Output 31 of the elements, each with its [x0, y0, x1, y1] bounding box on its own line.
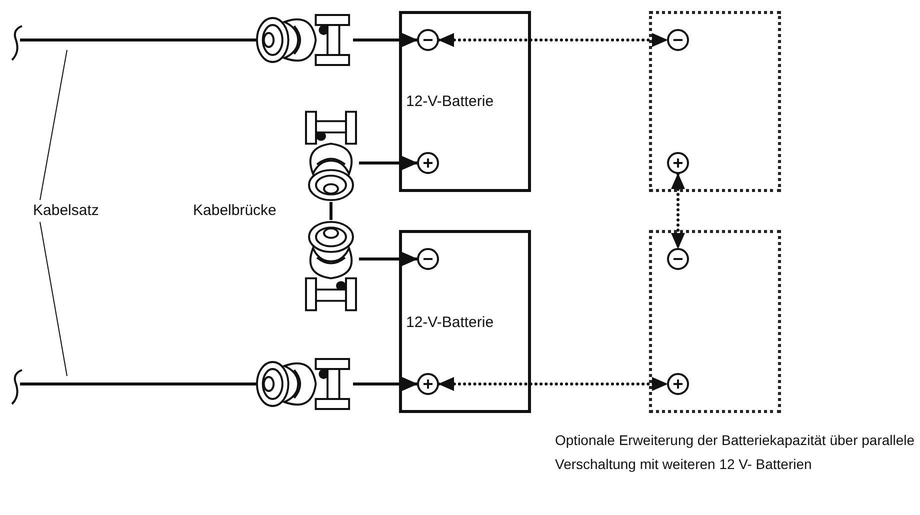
arrow: [359, 252, 418, 266]
battery-clamp-drawing: [303, 108, 359, 202]
terminal-symbol: −: [417, 248, 439, 270]
battery-box: [399, 230, 531, 413]
battery-clamp-drawing: [255, 356, 353, 412]
arrow: [438, 377, 668, 391]
arrow: [353, 33, 418, 47]
terminal-symbol: +: [667, 152, 689, 174]
battery-label: 12-V-Batterie: [406, 313, 494, 333]
terminal-symbol: +: [667, 373, 689, 395]
battery-box: [399, 11, 531, 192]
arrow: [671, 172, 685, 250]
arrow: [359, 156, 418, 170]
arrow: [438, 33, 668, 47]
arrow: [353, 377, 418, 391]
battery-label: 12-V-Batterie: [406, 92, 494, 112]
leader-line: [40, 50, 68, 200]
callout-label: Kabelsatz: [33, 200, 129, 222]
callout-label: Kabelbrücke: [193, 201, 276, 221]
terminal-symbol: +: [417, 152, 439, 174]
cable-bridge-line: [330, 202, 332, 220]
optional-battery-outline: [649, 230, 781, 413]
terminal-symbol: −: [667, 248, 689, 270]
terminal-symbol: +: [417, 373, 439, 395]
leader-line: [40, 222, 68, 376]
caption: Optionale Erweiterung der Batteriekapazität über parallele Verschaltung mit weiteren 12 V- Batterien: [555, 431, 916, 474]
terminal-symbol: −: [667, 29, 689, 51]
battery-clamp-drawing: [303, 220, 359, 314]
battery-clamp-drawing: [255, 12, 353, 68]
optional-battery-outline: [649, 11, 781, 192]
terminal-symbol: −: [417, 29, 439, 51]
